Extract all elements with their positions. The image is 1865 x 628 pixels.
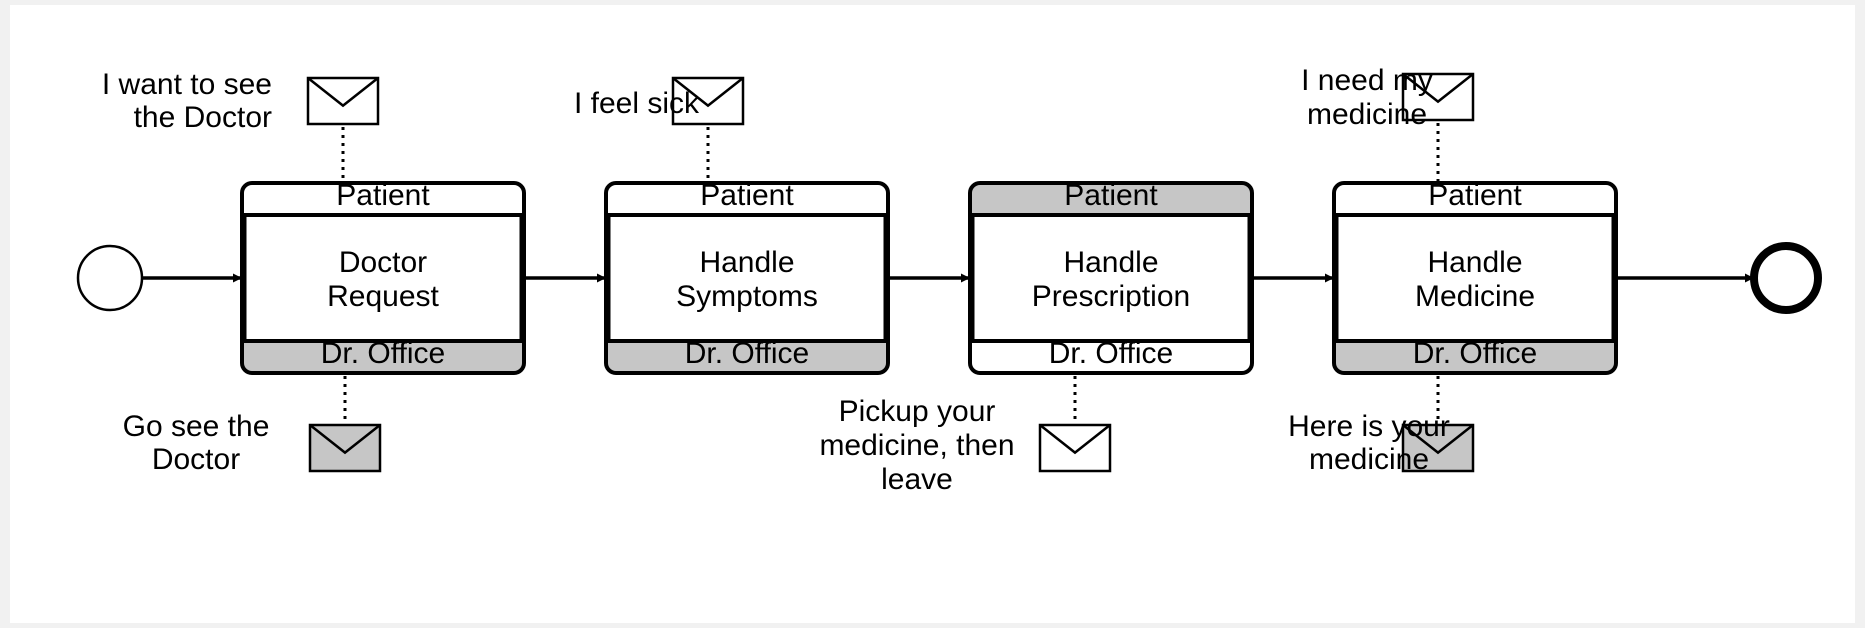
task-1-top-message-line-1: I want to see <box>101 68 272 101</box>
diagram-svg <box>76 72 1822 473</box>
task-2-top-message-label: I feel sick <box>573 87 699 120</box>
task-1-bottom-message-line-2: Doctor <box>151 443 241 476</box>
task-3-bottom-message-label: Pickup your medicine, then leave <box>819 395 1014 497</box>
task-4-bottom-message-envelope-flap <box>1402 424 1474 455</box>
task-1-bottom-message-label: Go see the Doctor <box>123 410 270 476</box>
task-1-top-message-line-2: the Doctor <box>133 101 272 134</box>
task-2-top-participant: Patient <box>700 179 794 212</box>
task-3-name[interactable]: Handle Prescription <box>1032 246 1190 314</box>
task-1-name[interactable]: Doctor Request <box>327 246 439 314</box>
task-3-bottom-message-line-1: Pickup your <box>838 395 996 428</box>
task-1-name-line-2: Request <box>327 280 439 313</box>
task-3-bottom-message-envelope-flap <box>1039 424 1111 455</box>
task-2-name[interactable]: Handle Symptoms <box>676 246 818 314</box>
task-2-top-band <box>606 183 888 215</box>
task-4-top-participant: Patient <box>1428 179 1522 212</box>
task-3-bottom-band <box>970 341 1252 373</box>
choreography-diagram: Patient Doctor Request Dr. Office I want… <box>10 5 1855 623</box>
task-4-top-message-label: I need my medicine <box>1301 64 1433 132</box>
task-4-bottom-message-line-1: Here is your <box>1288 410 1450 443</box>
task-1-top-band <box>242 183 524 215</box>
task-4-name-line-1: Handle <box>1427 246 1523 279</box>
task-4-bottom-band <box>1334 341 1616 373</box>
end-event <box>1750 242 1822 314</box>
task-4-bottom-message-line-2: medicine <box>1308 443 1430 476</box>
task-3-bottom-participant: Dr. Office <box>1048 337 1174 370</box>
task-4-bottom-message-label: Here is your medicine <box>1288 410 1450 476</box>
task-3-name-line-2: Prescription <box>1031 280 1191 313</box>
task-3-top-participant: Patient <box>1064 179 1158 212</box>
task-2-name-line-2: Symptoms <box>676 280 818 313</box>
task-3-bottom-message-line-2: medicine, then <box>819 429 1015 462</box>
task-4-top-message-envelope-flap <box>1402 73 1474 104</box>
task-3-bottom-message-line-3: leave <box>881 463 953 496</box>
task-1-bottom-message-envelope-flap <box>309 424 381 455</box>
task-1-bottom-message-line-1: Go see the <box>122 410 270 443</box>
task-1-bottom-band <box>242 341 524 373</box>
task-4-name-line-2: Medicine <box>1414 280 1536 313</box>
task-1-top-message-label: I want to see the Doctor <box>102 68 272 134</box>
task-4-top-message-line-1: I need my <box>1301 64 1433 97</box>
task-2-bottom-band <box>606 341 888 373</box>
task-2-top-message-envelope-flap <box>672 77 744 108</box>
task-2-bottom-participant: Dr. Office <box>684 337 810 370</box>
task-3-name-line-1: Handle <box>1063 246 1159 279</box>
task-1-top-participant: Patient <box>336 179 430 212</box>
task-3-top-band <box>970 183 1252 215</box>
task-4-top-band <box>1334 183 1616 215</box>
task-1-top-message-envelope-flap <box>307 77 379 108</box>
task-4-name[interactable]: Handle Medicine <box>1415 246 1535 314</box>
task-1-name-line-1: Doctor <box>338 246 428 279</box>
task-4-top-message-line-2: medicine <box>1306 98 1428 131</box>
task-4-bottom-participant: Dr. Office <box>1412 337 1538 370</box>
task-1-bottom-participant: Dr. Office <box>320 337 446 370</box>
start-event <box>76 244 144 312</box>
task-2-name-line-1: Handle <box>699 246 795 279</box>
